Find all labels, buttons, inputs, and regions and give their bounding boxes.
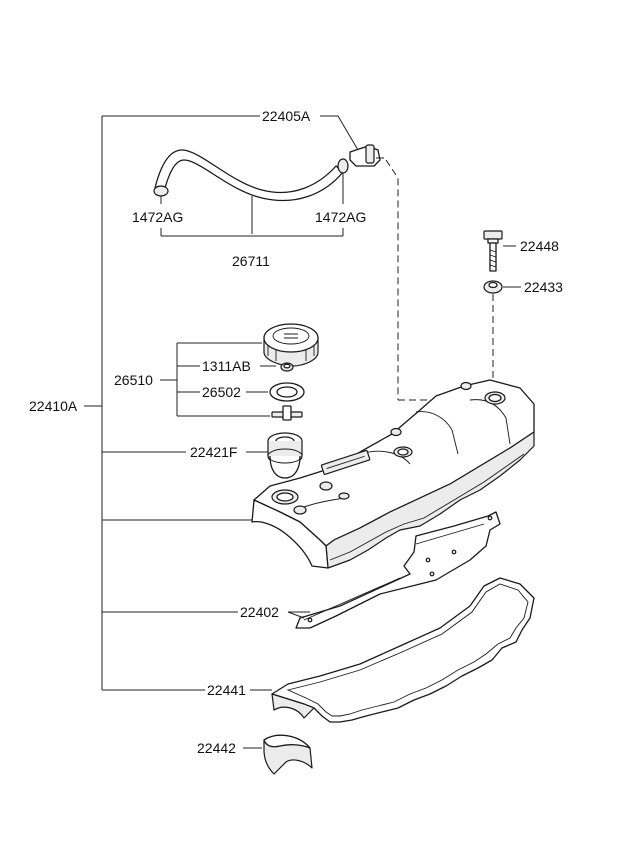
label-22433: 22433 <box>524 279 563 295</box>
hose-clip-left <box>153 185 169 204</box>
cap-gasket-ring <box>269 382 305 402</box>
oil-filler-cap <box>263 323 319 367</box>
cover-gasket <box>271 577 535 723</box>
label-1472AG-left: 1472AG <box>132 209 183 225</box>
label-1311AB: 1311AB <box>202 358 251 374</box>
bracket-22410A <box>84 115 359 691</box>
label-22421F: 22421F <box>190 444 237 460</box>
rocker-cover <box>251 379 535 569</box>
baffle-plate <box>295 511 501 629</box>
cap-small-nut <box>280 362 294 372</box>
label-26510: 26510 <box>114 372 153 388</box>
bracket-26711 <box>160 228 344 237</box>
cap-retainer-pin <box>271 405 303 421</box>
label-26711: 26711 <box>232 253 270 269</box>
label-26502: 26502 <box>202 384 241 400</box>
hose-clip-right <box>337 158 349 204</box>
label-22402: 22402 <box>240 604 279 620</box>
oil-filler-neck <box>267 432 303 479</box>
half-moon-plug <box>243 734 313 775</box>
dashed-fitting-to-cover <box>385 159 399 400</box>
label-22442: 22442 <box>197 740 236 756</box>
label-22441: 22441 <box>207 682 246 698</box>
label-22405A: 22405A <box>262 108 311 124</box>
bolt-washer <box>483 280 521 294</box>
bracket-26510 <box>160 342 276 417</box>
pcv-elbow-fitting <box>349 144 384 167</box>
label-1472AG-right: 1472AG <box>315 209 366 225</box>
label-22410A: 22410A <box>29 398 78 414</box>
cover-bolt <box>483 230 516 272</box>
label-22448: 22448 <box>520 238 559 254</box>
